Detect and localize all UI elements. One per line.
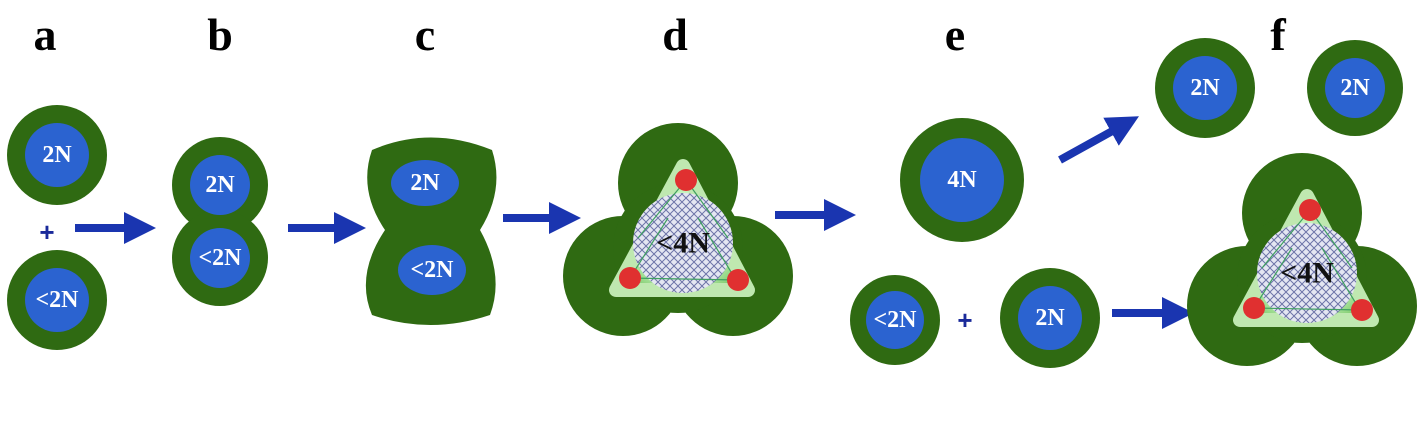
panel-label-f: f bbox=[1270, 9, 1286, 60]
plus-sign: + bbox=[957, 305, 972, 335]
cell-2n-e: 2N bbox=[1000, 268, 1100, 368]
cell-2n-a: 2N bbox=[7, 105, 107, 205]
panel-label-b: b bbox=[207, 9, 233, 60]
cell-label: 2N bbox=[1190, 75, 1220, 101]
panel-label-c: c bbox=[415, 9, 435, 60]
cell-sub2n-a: <2N bbox=[7, 250, 107, 350]
cell-sub2n-e: <2N bbox=[850, 275, 940, 365]
arrow-e-f-top bbox=[1058, 116, 1139, 164]
cell-label: 2N bbox=[1340, 75, 1370, 101]
panel-label-a: a bbox=[34, 9, 57, 60]
cell-label: 2N bbox=[205, 172, 235, 198]
spindle-label: <4N bbox=[656, 227, 710, 260]
cell-label: 2N bbox=[410, 170, 440, 196]
cell-label: <2N bbox=[410, 257, 454, 283]
binucleate-cell-c: 2N <2N bbox=[365, 137, 497, 325]
cell-label: <2N bbox=[873, 307, 917, 333]
multipolar-spindle-f: <4N bbox=[1187, 153, 1417, 366]
multipolar-spindle-d: <4N bbox=[563, 123, 793, 336]
cell-label: 2N bbox=[1035, 305, 1065, 331]
cell-label: <2N bbox=[35, 287, 79, 313]
fusing-cells-b: 2N <2N bbox=[172, 137, 268, 306]
cell-label: 4N bbox=[947, 167, 977, 193]
daughter-cell-2n-2: 2N bbox=[1307, 40, 1403, 136]
panel-label-d: d bbox=[662, 9, 688, 60]
panel-label-e: e bbox=[945, 9, 965, 60]
cell-label: 2N bbox=[42, 142, 72, 168]
spindle-label: <4N bbox=[1280, 257, 1334, 290]
cell-label: <2N bbox=[198, 245, 242, 271]
plus-sign: + bbox=[39, 217, 54, 247]
cell-4n-e: 4N bbox=[900, 118, 1024, 242]
daughter-cell-2n-1: 2N bbox=[1155, 38, 1255, 138]
